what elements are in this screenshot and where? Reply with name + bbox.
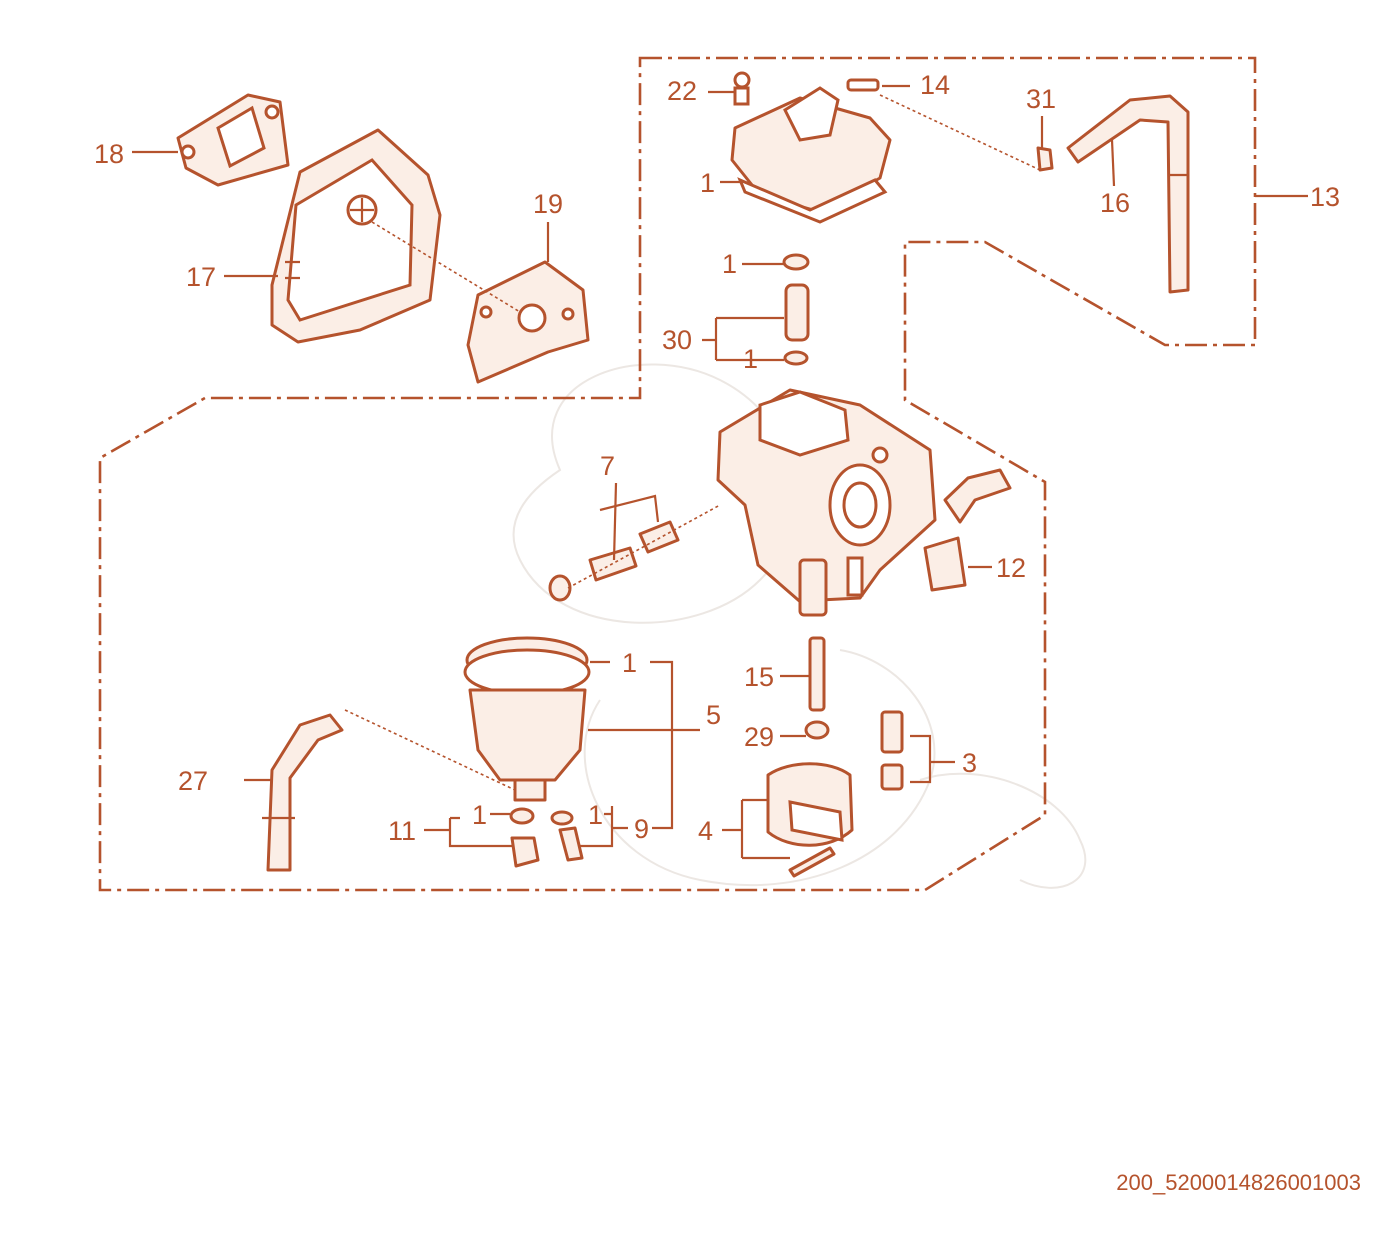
washer-1-b — [783, 350, 809, 366]
carburetor-body — [716, 388, 937, 617]
label-1-bowl: 1 — [622, 648, 637, 678]
leader-lines — [132, 84, 1308, 860]
gasket-18 — [176, 93, 290, 187]
label-12: 12 — [996, 553, 1026, 583]
label-11: 11 — [388, 816, 416, 846]
diagram-code: 200_5200014826001003 — [1116, 1170, 1361, 1195]
float-bowl — [463, 636, 591, 802]
label-27: 27 — [178, 766, 208, 796]
label-30: 30 — [662, 325, 692, 355]
needle-jet-15 — [808, 636, 826, 712]
part-labels: 22 14 31 18 1 16 13 19 17 1 30 1 7 12 1 … — [94, 70, 1340, 846]
chamber-cover — [730, 71, 892, 224]
label-1-plug: 1 — [588, 800, 603, 830]
label-22: 22 — [667, 76, 697, 106]
float-4 — [766, 762, 854, 878]
label-3: 3 — [962, 748, 977, 778]
drain-screw-9 — [558, 826, 584, 862]
washer-1-drain — [509, 807, 535, 825]
label-4: 4 — [698, 816, 713, 846]
washer-1-plug — [550, 810, 574, 826]
clip-31 — [1036, 146, 1054, 172]
insulator-17 — [270, 128, 442, 344]
label-1-washer-b: 1 — [743, 344, 758, 374]
label-15: 15 — [744, 662, 774, 692]
assembly-13-boundary — [98, 56, 1257, 892]
label-1-top: 1 — [700, 168, 715, 198]
pilot-screw-7 — [548, 504, 721, 602]
label-18: 18 — [94, 139, 124, 169]
label-29: 29 — [744, 722, 774, 752]
tube-16 — [1066, 94, 1190, 294]
valve-3-b — [880, 763, 904, 791]
label-5: 5 — [706, 700, 721, 730]
drain-bolt-11 — [510, 836, 540, 868]
jet-29 — [804, 720, 830, 740]
drain-tube-27 — [266, 713, 344, 872]
label-17: 17 — [186, 262, 216, 292]
label-31: 31 — [1026, 84, 1056, 114]
lever-12 — [923, 468, 1012, 592]
plate-19 — [371, 221, 590, 384]
label-9: 9 — [634, 814, 649, 844]
washer-1-a — [782, 253, 810, 271]
label-16: 16 — [1100, 188, 1130, 218]
label-19: 19 — [533, 189, 563, 219]
label-1-washer-a: 1 — [722, 249, 737, 279]
label-7: 7 — [600, 451, 615, 481]
jet-30 — [784, 283, 810, 342]
label-1-drain: 1 — [472, 800, 487, 830]
label-14: 14 — [920, 70, 950, 100]
valve-3-a — [880, 710, 904, 754]
label-13: 13 — [1310, 182, 1340, 212]
